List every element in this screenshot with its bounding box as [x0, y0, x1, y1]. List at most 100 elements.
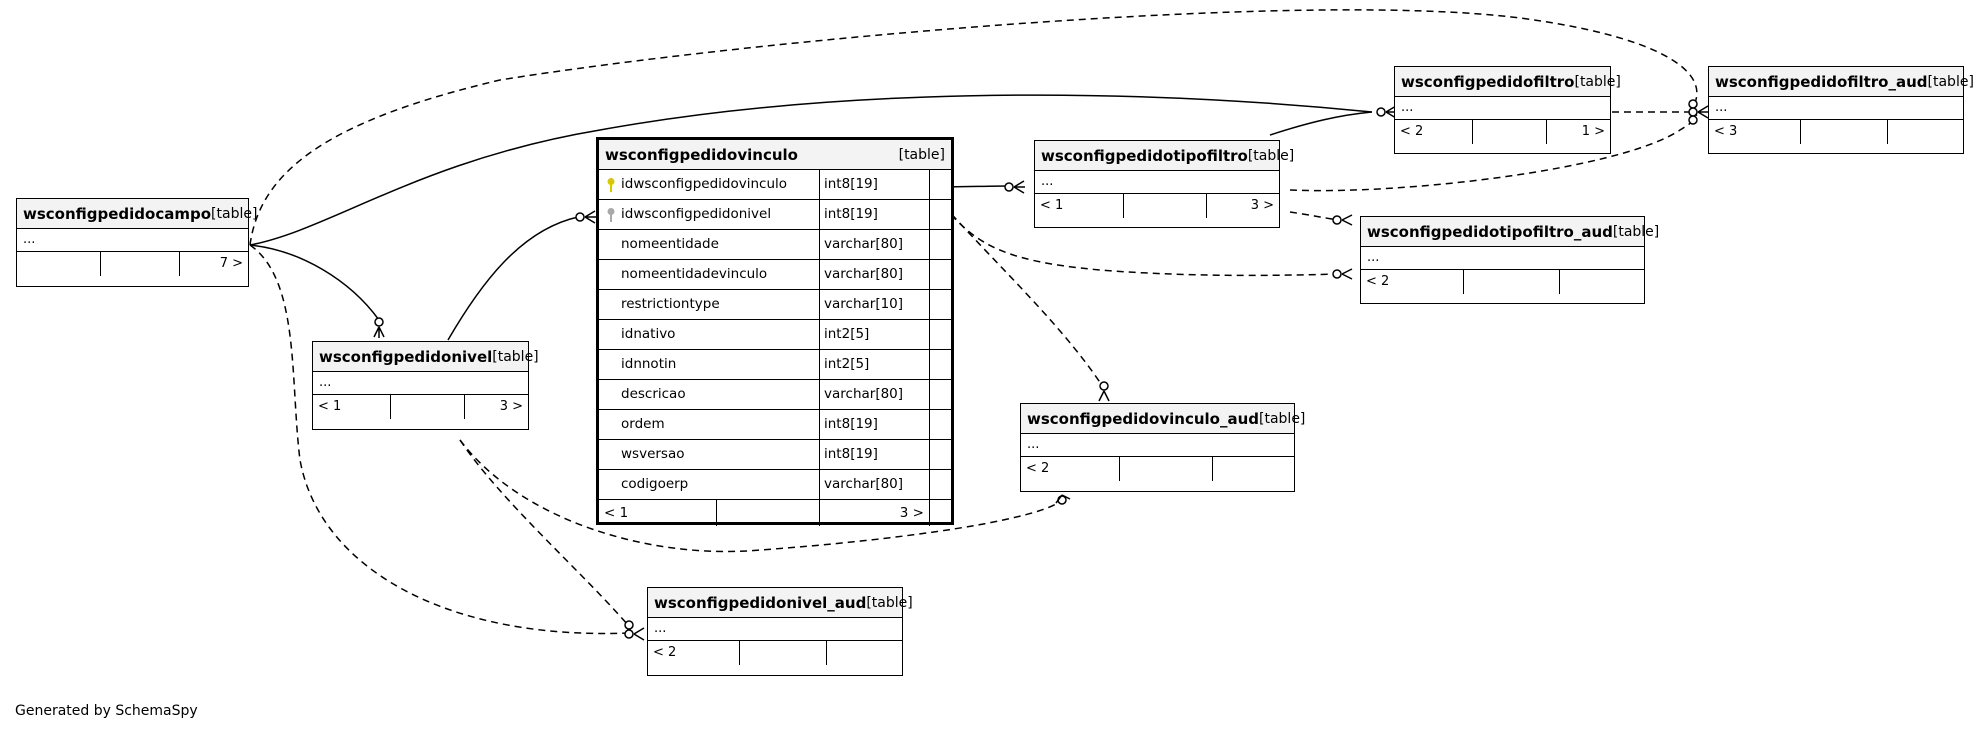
edge-end-marker	[624, 629, 634, 639]
table-columns-ellipsis: ...	[313, 372, 528, 395]
column-type: varchar[80]	[820, 470, 930, 499]
footer-spacer	[1886, 120, 1963, 144]
children-count[interactable]: 3 >	[1205, 194, 1279, 218]
table-footer: < 2	[1361, 270, 1644, 294]
column-name: idnativo	[599, 320, 820, 349]
table-header: wsconfigpedidonivel_aud [table]	[648, 588, 913, 618]
table-columns-ellipsis: ...	[1361, 247, 1644, 270]
edge-campo-nivel-aud	[249, 244, 629, 635]
footer-spacer	[100, 252, 179, 276]
column-row[interactable]: restrictiontype varchar[10]	[599, 290, 951, 320]
table-type: [table]	[898, 146, 945, 163]
edge-tipofiltro-filtro-aud	[1289, 111, 1698, 192]
column-row[interactable]: codigoerp varchar[80]	[599, 470, 951, 500]
column-link-cell	[930, 410, 951, 439]
table-header: wsconfigpedidovinculo [table]	[599, 140, 951, 170]
table-name[interactable]: wsconfigpedidovinculo_aud	[1027, 409, 1260, 428]
column-link-cell	[930, 320, 951, 349]
edge-campo-filtro	[249, 94, 1373, 246]
edge-end-marker	[1376, 107, 1386, 117]
column-row[interactable]: ordem int8[19]	[599, 410, 951, 440]
column-link-cell	[930, 380, 951, 409]
table-type: [table]	[1259, 410, 1306, 427]
table-wsconfigpedidocampo[interactable]: wsconfigpedidocampo [table] ... 7 >	[16, 198, 257, 287]
table-name[interactable]: wsconfigpedidotipofiltro	[1041, 146, 1248, 165]
table-columns-ellipsis: ...	[1021, 434, 1294, 457]
column-type: int2[5]	[820, 350, 930, 379]
column-link-cell	[930, 170, 951, 199]
parents-count[interactable]: < 3	[1714, 124, 1738, 139]
column-type: int2[5]	[820, 320, 930, 349]
table-header: wsconfigpedidovinculo_aud [table]	[1021, 404, 1305, 434]
edge-end-marker	[575, 212, 585, 222]
edge-end-marker	[624, 620, 634, 630]
column-row[interactable]: idnativo int2[5]	[599, 320, 951, 350]
column-row[interactable]: nomeentidadevinculo varchar[80]	[599, 260, 951, 290]
footer-spacer	[1462, 270, 1559, 294]
crowfoot	[373, 326, 385, 338]
footer-spacer	[825, 641, 902, 665]
crowfoot	[1341, 268, 1353, 280]
table-wsconfigpedidofiltro[interactable]: wsconfigpedidofiltro [table] ... < 2 1 >	[1394, 66, 1621, 154]
column-row[interactable]: idwsconfigpedidovinculo int8[19]	[599, 170, 951, 200]
table-wsconfigpedidonivel_aud[interactable]: wsconfigpedidonivel_aud [table] ... < 2	[647, 587, 913, 676]
column-name: idwsconfigpedidonivel	[599, 200, 820, 229]
column-row[interactable]: nomeentidade varchar[80]	[599, 230, 951, 260]
children-count[interactable]: 3 >	[820, 500, 930, 526]
crowfoot	[633, 627, 645, 641]
table-wsconfigpedidovinculo_aud[interactable]: wsconfigpedidovinculo_aud [table] ... < …	[1020, 403, 1305, 492]
table-type: [table]	[1612, 223, 1660, 240]
children-count[interactable]: 1 >	[1545, 120, 1611, 144]
table-name[interactable]: wsconfigpedidovinculo	[605, 145, 798, 164]
table-name[interactable]: wsconfigpedidofiltro_aud	[1715, 72, 1928, 91]
table-type: [table]	[211, 205, 258, 222]
parents-count[interactable]: < 2	[1366, 274, 1390, 289]
table-wsconfigpedidotipofiltro_aud[interactable]: wsconfigpedidotipofiltro_aud [table] ...…	[1360, 216, 1659, 304]
edge-campo-nivel	[249, 244, 380, 321]
column-name: wsversao	[599, 440, 820, 469]
parents-count[interactable]: < 2	[1400, 124, 1424, 139]
table-wsconfigpedidovinculo[interactable]: wsconfigpedidovinculo [table] idwsconfig…	[596, 137, 954, 526]
table-name[interactable]: wsconfigpedidocampo	[23, 204, 212, 223]
table-footer: < 3	[1709, 120, 1963, 144]
footer-spacer	[1119, 457, 1212, 481]
column-link-cell	[930, 350, 951, 379]
parents-count[interactable]: < 1	[599, 500, 717, 526]
table-wsconfigpedidonivel[interactable]: wsconfigpedidonivel [table] ... < 1 3 >	[312, 341, 539, 430]
table-type: [table]	[866, 594, 913, 611]
parents-count[interactable]: < 1	[1040, 198, 1064, 213]
footer-spacer	[1559, 270, 1644, 294]
parents-count[interactable]: < 1	[318, 399, 342, 414]
table-wsconfigpedidofiltro_aud[interactable]: wsconfigpedidofiltro_aud [table] ... < 3	[1708, 66, 1974, 154]
children-count[interactable]: 3 >	[463, 395, 529, 419]
table-columns-ellipsis: ...	[17, 229, 248, 252]
column-row[interactable]: idnnotin int2[5]	[599, 350, 951, 380]
column-link-cell	[930, 440, 951, 469]
table-name[interactable]: wsconfigpedidonivel_aud	[654, 593, 867, 612]
parents-count[interactable]: < 2	[653, 645, 677, 660]
column-row[interactable]: idwsconfigpedidonivel int8[19]	[599, 200, 951, 230]
footer-spacer	[1472, 120, 1545, 144]
column-row[interactable]: descricao varchar[80]	[599, 380, 951, 410]
table-type: [table]	[1247, 147, 1295, 164]
edge-nivel-vinculo	[447, 216, 579, 341]
table-type: [table]	[1927, 73, 1974, 90]
parents-count[interactable]	[17, 252, 100, 276]
parents-count[interactable]: < 2	[1026, 461, 1050, 476]
column-link-cell	[930, 290, 951, 319]
edge-end-marker	[1099, 381, 1109, 391]
table-name[interactable]: wsconfigpedidofiltro	[1401, 72, 1575, 91]
column-row[interactable]: wsversao int8[19]	[599, 440, 951, 470]
table-columns-ellipsis: ...	[648, 618, 902, 641]
column-name: restrictiontype	[599, 290, 820, 319]
table-wsconfigpedidotipofiltro[interactable]: wsconfigpedidotipofiltro [table] ... < 1…	[1034, 140, 1294, 228]
table-name[interactable]: wsconfigpedidotipofiltro_aud	[1367, 222, 1613, 241]
edge-end-marker	[1688, 99, 1698, 109]
table-footer: 7 >	[17, 252, 248, 276]
crowfoot	[1013, 180, 1025, 194]
column-type: int8[19]	[820, 200, 930, 229]
children-count[interactable]: 7 >	[178, 252, 248, 276]
crowfoot	[1098, 390, 1110, 402]
table-name[interactable]: wsconfigpedidonivel	[319, 347, 493, 366]
